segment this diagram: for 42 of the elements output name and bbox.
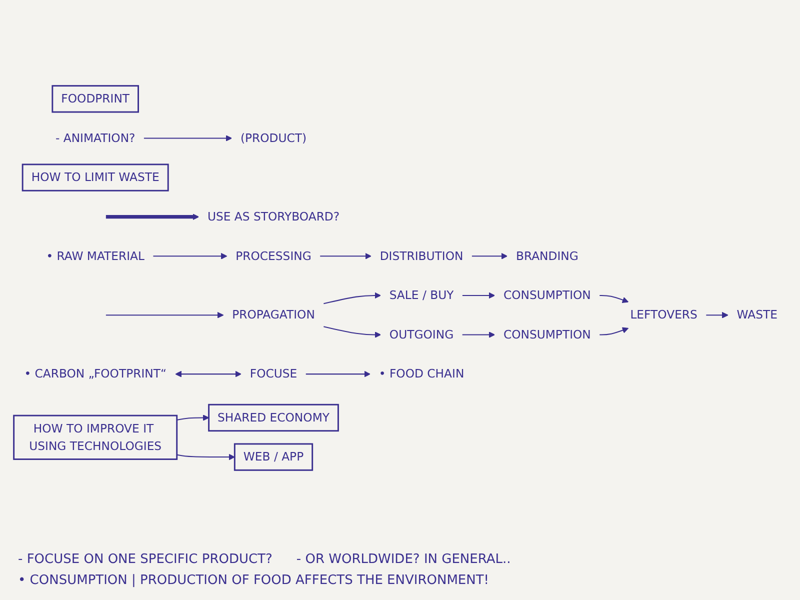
arrow [472, 252, 508, 260]
node-text: USE AS STORYBOARD? [207, 210, 340, 224]
arrow [153, 252, 228, 260]
arrow [176, 414, 210, 421]
node-text: - ANIMATION? [55, 130, 136, 145]
node-text: (PRODUCT) [240, 130, 307, 145]
arrow [706, 312, 728, 318]
node-text: CONSUMPTION [503, 327, 591, 342]
node-text: WASTE [736, 308, 778, 322]
arrow [176, 454, 235, 460]
arrow [600, 327, 629, 336]
node-text: LEFTOVERS [630, 308, 698, 322]
node-box: HOW TO LIMIT WASTE [22, 164, 169, 192]
node-text: OUTGOING [389, 327, 454, 342]
node-text: • CARBON „FOOTPRINT“ [24, 366, 166, 381]
arrow [306, 370, 370, 378]
arrow [175, 370, 242, 378]
node-box: SHARED ECONOMY [208, 404, 339, 432]
node-box: WEB / APP [234, 443, 314, 471]
arrow [144, 135, 232, 142]
node-text: SALE / BUY [389, 288, 454, 302]
node-text: PROCESSING [236, 248, 312, 263]
node-text: CONSUMPTION [503, 288, 591, 302]
arrow [462, 332, 496, 338]
node-text: BRANDING [516, 248, 578, 263]
node-box: FOODPRINT [52, 85, 139, 113]
arrow [324, 326, 381, 338]
note-text: - OR WORLDWIDE? IN GENERAL.. [296, 552, 511, 567]
arrow [106, 312, 224, 318]
node-box: HOW TO IMPROVE IT USING TECHNOLOGIES [13, 414, 178, 460]
node-text: • RAW MATERIAL [46, 248, 144, 263]
node-text: FOCUSE [250, 366, 298, 381]
arrow [600, 294, 629, 304]
node-text: • FOOD CHAIN [378, 366, 464, 381]
arrow [324, 292, 381, 304]
arrow [320, 252, 372, 260]
note-text: • CONSUMPTION | PRODUCTION OF FOOD AFFECTS THE ENVIRONMENT! [18, 573, 490, 588]
note-text: - FOCUSE ON ONE SPECIFIC PRODUCT? [18, 552, 272, 567]
arrow [106, 214, 199, 220]
node-text: PROPAGATION [232, 308, 315, 322]
node-text: DISTRIBUTION [380, 248, 464, 263]
arrow [462, 292, 496, 299]
